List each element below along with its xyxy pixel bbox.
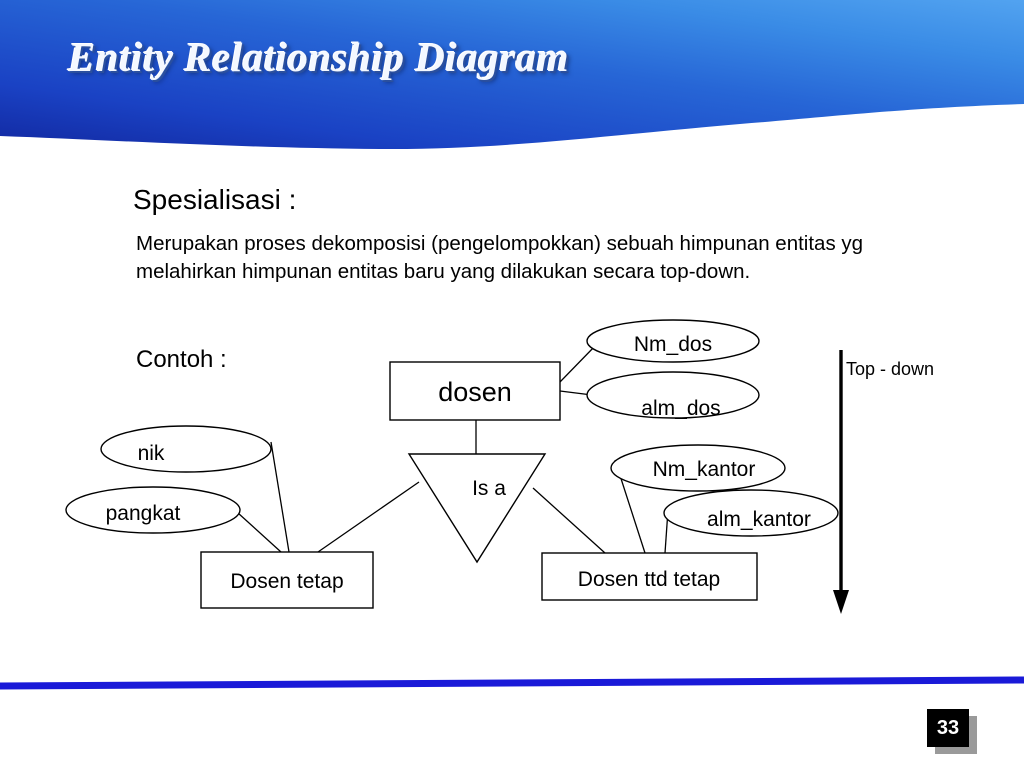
entity-dosen[interactable]: dosen: [389, 361, 561, 421]
entity-dosen-ttd-tetap-label: Dosen ttd tetap: [578, 568, 720, 591]
entity-dosen-tetap-label: Dosen tetap: [230, 570, 343, 593]
entity-dosen-box[interactable]: [389, 361, 561, 421]
attribute-nm-dos-label: Nm_dos: [634, 333, 712, 356]
attribute-nm-dos[interactable]: Nm_dos: [586, 319, 760, 363]
arrow-head-icon: [833, 590, 849, 614]
attribute-pangkat-ellipse[interactable]: [65, 486, 241, 534]
attribute-nik-ellipse[interactable]: [100, 425, 272, 473]
attribute-alm-dos-ellipse[interactable]: [586, 371, 760, 419]
attribute-pangkat-label: pangkat: [106, 502, 181, 525]
attribute-alm-dos-label: alm_dos: [641, 397, 720, 420]
attribute-alm-dos[interactable]: alm_dos: [586, 371, 760, 420]
top-down-annotation-label: Top - down: [846, 359, 935, 379]
section-heading: Spesialisasi :: [133, 184, 297, 215]
attribute-nm-kantor[interactable]: Nm_kantor: [610, 444, 786, 492]
entity-dosen-tetap[interactable]: Dosen tetap: [200, 551, 374, 609]
example-label: Contoh :: [136, 346, 227, 373]
entity-dosen-ttd-tetap-box[interactable]: [541, 552, 758, 601]
attribute-pangkat[interactable]: pangkat: [65, 486, 241, 534]
footer-divider-rule: [0, 676, 1024, 690]
entity-dosen-tetap-box[interactable]: [200, 551, 374, 609]
attribute-alm-kantor-ellipse[interactable]: [663, 489, 839, 537]
attribute-alm-kantor-label: alm_kantor: [707, 508, 811, 531]
page-number-badge: 33: [927, 709, 969, 747]
entity-dosen-label: dosen: [438, 377, 512, 407]
relationship-is-a[interactable]: Is a: [407, 453, 547, 564]
section-paragraph: Merupakan proses dekomposisi (pengelompo…: [136, 232, 864, 283]
header-wave-shape: [0, 0, 1024, 150]
relationship-is-a-label: Is a: [472, 477, 506, 500]
relationship-is-a-triangle[interactable]: [407, 453, 547, 564]
attribute-nm-dos-ellipse[interactable]: [586, 319, 760, 363]
slide-header-banner: Entity Relationship Diagram: [0, 0, 1024, 160]
top-down-arrow: [833, 350, 849, 614]
attribute-nik[interactable]: nik: [100, 425, 272, 473]
entity-dosen-ttd-tetap[interactable]: Dosen ttd tetap: [541, 552, 758, 601]
page-title: Entity Relationship Diagram: [68, 34, 570, 80]
attribute-nik-label: nik: [138, 442, 165, 465]
attribute-nm-kantor-ellipse[interactable]: [610, 444, 786, 492]
attribute-alm-kantor[interactable]: alm_kantor: [663, 489, 839, 537]
attribute-nm-kantor-label: Nm_kantor: [653, 458, 756, 481]
er-connectors: [237, 344, 669, 554]
